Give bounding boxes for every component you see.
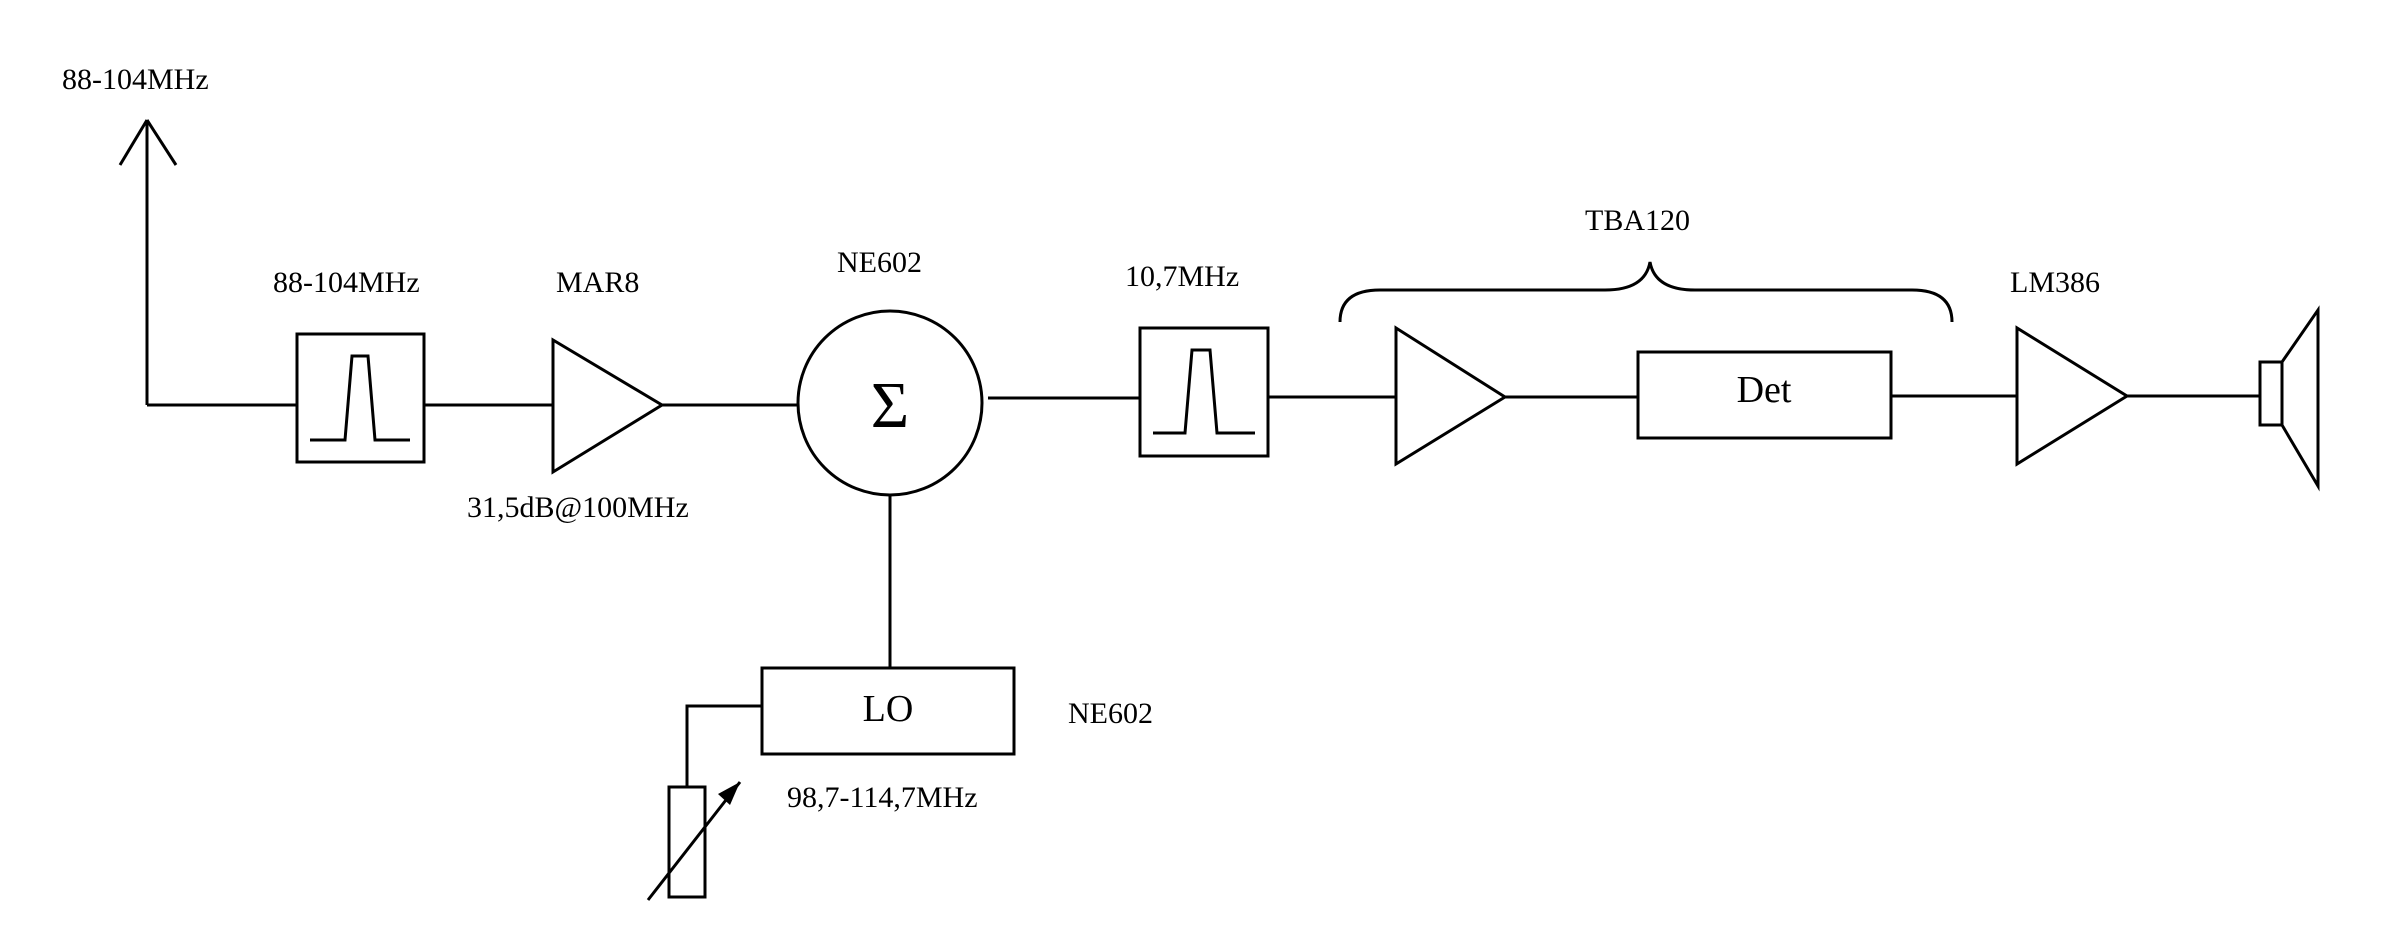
wire-lo-tuner bbox=[685, 704, 762, 787]
if-filter-label: 10,7MHz bbox=[1125, 260, 1239, 293]
rf-amp-label: MAR8 bbox=[556, 266, 639, 299]
lo-label: LO bbox=[863, 688, 914, 730]
lo-chip-label: NE602 bbox=[1068, 697, 1153, 730]
bandpass-icon bbox=[1153, 348, 1255, 435]
lo-box bbox=[760, 666, 1016, 756]
bandpass-icon bbox=[310, 354, 410, 442]
speaker-icon bbox=[2258, 305, 2320, 492]
rf-amplifier-triangle bbox=[551, 337, 665, 475]
antenna-icon bbox=[118, 119, 178, 405]
lo-range-label: 98,7-114,7MHz bbox=[787, 781, 978, 814]
variable-tuning-icon bbox=[646, 781, 742, 901]
if-chip-label: TBA120 bbox=[1585, 204, 1690, 237]
mixer-sigma-symbol: Σ bbox=[871, 369, 909, 442]
antenna-band-label: 88-104MHz bbox=[62, 63, 209, 96]
tba120-brace bbox=[1338, 261, 1954, 323]
if-amplifier-triangle bbox=[1394, 325, 1508, 467]
mixer-label: NE602 bbox=[837, 246, 922, 279]
audio-amplifier-triangle bbox=[2015, 325, 2130, 467]
detector-label: Det bbox=[1737, 369, 1792, 411]
rf-amp-gain-label: 31,5dB@100MHz bbox=[467, 491, 689, 524]
if-bandpass-filter bbox=[1138, 326, 1270, 458]
rf-filter-label: 88-104MHz bbox=[273, 266, 420, 299]
rf-bandpass-filter bbox=[295, 332, 426, 464]
audio-amp-label: LM386 bbox=[2010, 266, 2100, 299]
